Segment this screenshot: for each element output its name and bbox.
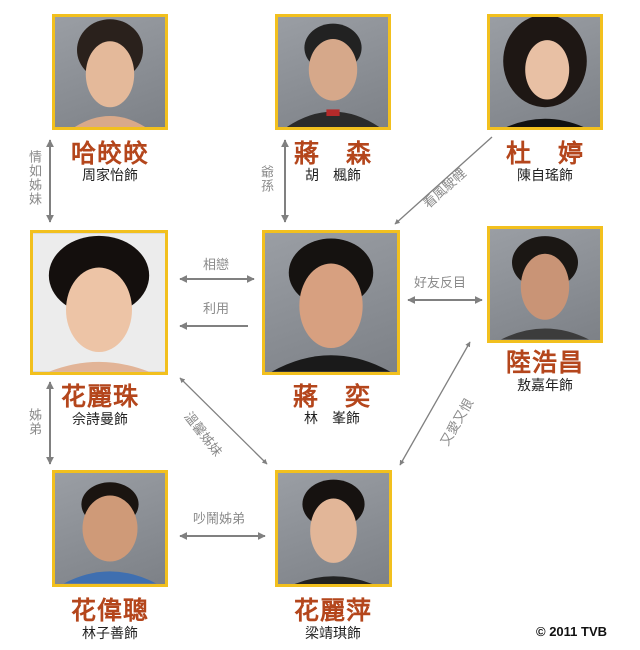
photo-luk-ho-cheong — [487, 226, 603, 343]
actor-name: 佘詩曼飾 — [72, 412, 128, 428]
relation-label-use: 利用 — [203, 302, 230, 317]
photo-cheung-yik — [262, 230, 400, 375]
photo-fa-lai-chu — [30, 230, 168, 375]
character-name: 花麗珠 — [60, 382, 140, 411]
character-name: 蔣 森 — [293, 139, 373, 168]
relation-label-love: 相戀 — [203, 258, 230, 273]
copyright: © 2011 TVB — [536, 624, 608, 639]
relation-label-grandparent: 爺孫 — [258, 165, 273, 193]
relation-label-noisy-siblings: 吵鬧姊弟 — [193, 512, 246, 527]
character-name: 花偉聰 — [70, 596, 150, 625]
arrow-warm-sisters — [179, 377, 268, 465]
actor-name: 敖嘉年飾 — [517, 378, 573, 394]
actor-name: 林子善飾 — [82, 626, 138, 642]
photo-ha-kau-kau — [52, 14, 168, 130]
arrow-opportunist — [394, 136, 493, 225]
relation-label-friends-fallout: 好友反目 — [414, 276, 467, 291]
actor-name: 林 峯飾 — [304, 411, 360, 427]
photo-cheung-sum — [275, 14, 391, 130]
actor-name: 陳自瑤飾 — [517, 168, 573, 184]
actor-name: 梁靖琪飾 — [305, 626, 361, 642]
relation-label-siblings: 姊弟 — [26, 408, 41, 436]
relation-label-sisters-like: 情如姊妹 — [26, 150, 41, 206]
actor-name: 胡 楓飾 — [305, 168, 361, 184]
photo-fa-lai-ping — [275, 470, 392, 587]
actor-name: 周家怡飾 — [82, 168, 138, 184]
character-name: 花麗萍 — [293, 596, 373, 625]
character-name: 陸浩昌 — [505, 348, 585, 377]
character-name: 哈皎皎 — [70, 139, 150, 168]
arrow-love-hate — [399, 341, 471, 466]
character-name: 杜 婷 — [505, 139, 585, 168]
character-name: 蔣 奕 — [292, 382, 372, 411]
photo-to-ting — [487, 14, 603, 130]
photo-fa-wai-chung — [52, 470, 168, 587]
